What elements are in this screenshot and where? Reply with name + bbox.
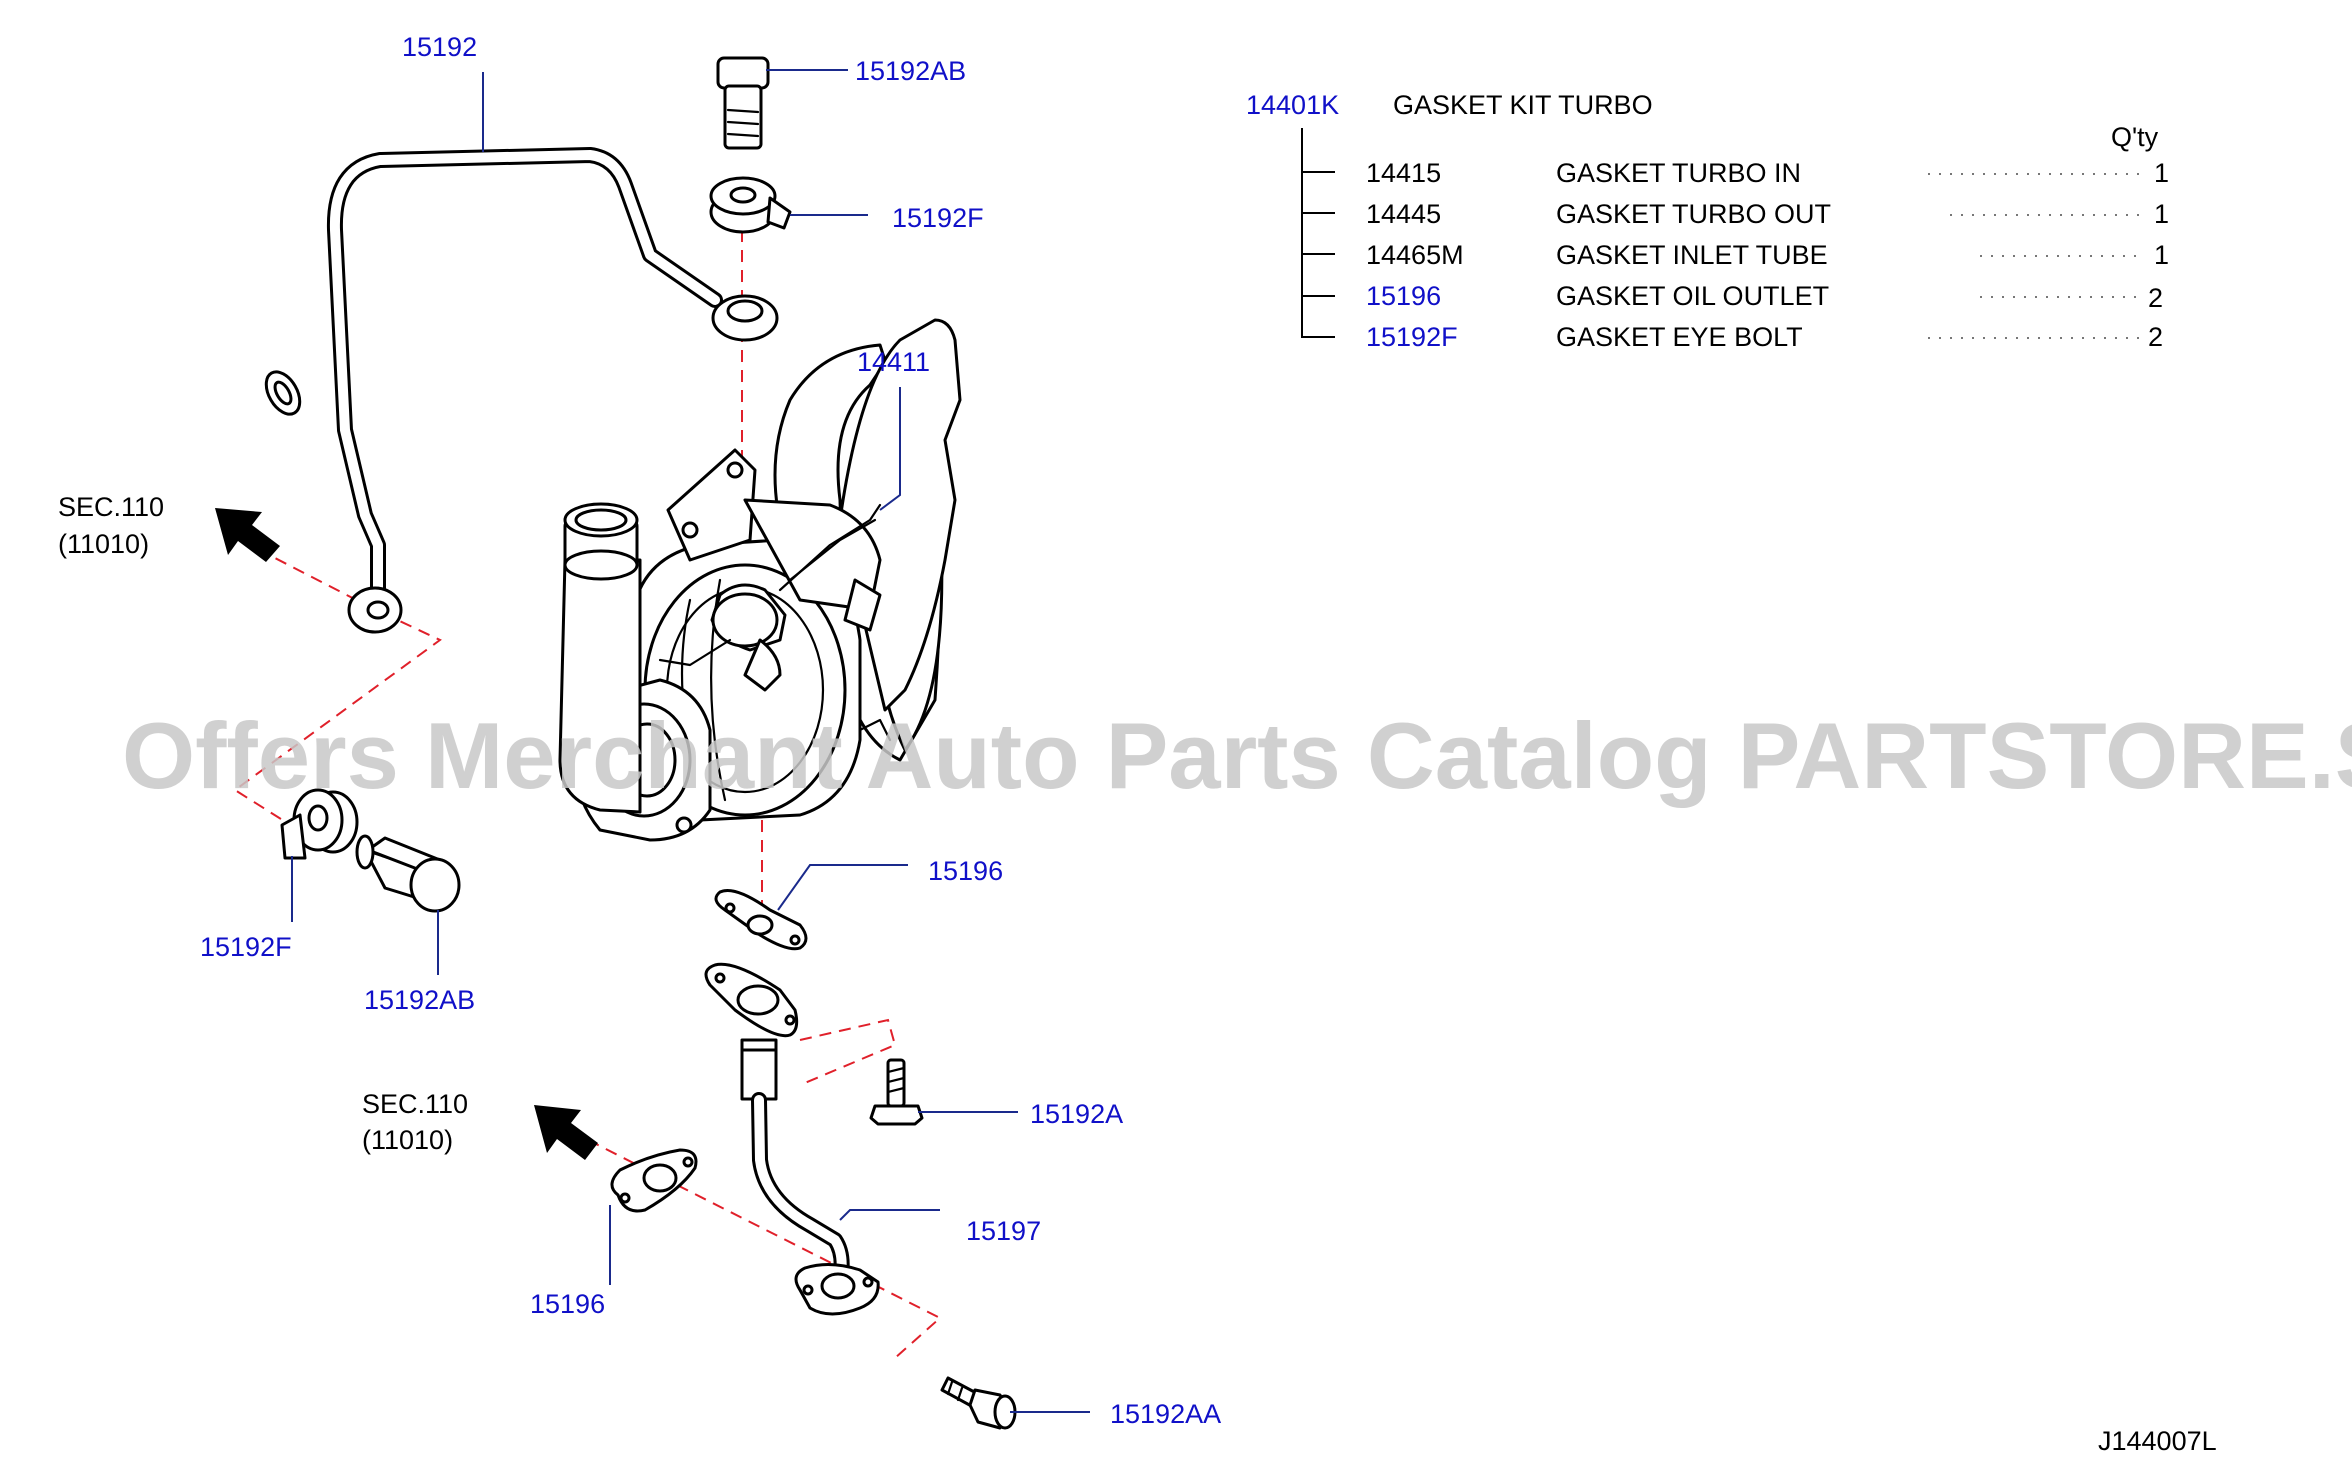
kit-number: 14401K xyxy=(1246,90,1339,120)
callout-labels: 15192 15192AB 15192F 14411 15192F 15192A… xyxy=(200,32,1221,1429)
callout-leaders xyxy=(291,69,1090,1413)
oil-outlet-gasket-right[interactable] xyxy=(714,889,808,951)
kit-item-desc: GASKET TURBO OUT xyxy=(1556,199,1831,229)
kit-item-qty: 1 xyxy=(2154,199,2169,229)
kit-item-desc: GASKET INLET TUBE xyxy=(1556,240,1828,270)
kit-item-row: 14465M GASKET INLET TUBE 1 xyxy=(1366,240,2169,270)
callout-15192ab-left: 15192AB xyxy=(364,985,475,1015)
section-ref-lower[interactable]: SEC.110 (11010) xyxy=(362,1089,468,1155)
kit-item-row: 14445 GASKET TURBO OUT 1 xyxy=(1366,199,2169,229)
callout-15192: 15192 xyxy=(402,32,477,62)
bolt-15192aa[interactable] xyxy=(940,1376,1017,1430)
kit-item-row[interactable]: 15196 GASKET OIL OUTLET 2 xyxy=(1366,281,2163,313)
kit-item-qty: 2 xyxy=(2148,283,2163,313)
section-ref-sec: SEC.110 xyxy=(362,1089,468,1119)
kit-item-qty: 2 xyxy=(2148,322,2163,352)
kit-item-part-link[interactable]: 15192F xyxy=(1366,322,1458,352)
section-ref-code: (11010) xyxy=(362,1125,453,1155)
callout-15196-right: 15196 xyxy=(928,856,1003,886)
kit-item-row[interactable]: 15192F GASKET EYE BOLT 2 xyxy=(1366,322,2163,352)
gasket-kit-table: 14401K GASKET KIT TURBO Q'ty 14415 GASKE… xyxy=(1246,90,2169,352)
kit-item-part: 14465M xyxy=(1366,240,1464,270)
kit-item-desc: GASKET EYE BOLT xyxy=(1556,322,1803,352)
eye-bolt-gasket-top[interactable] xyxy=(709,176,792,234)
eye-bolt-left[interactable] xyxy=(355,834,461,913)
diagram-code: J144007L xyxy=(2098,1426,2217,1456)
kit-item-desc: GASKET OIL OUTLET xyxy=(1556,281,1829,311)
oil-outlet-gasket-left[interactable] xyxy=(610,1148,698,1213)
oil-feed-tube[interactable] xyxy=(326,147,779,634)
arrow-up-left-icon[interactable] xyxy=(215,508,280,562)
section-ref-upper[interactable]: SEC.110 (11010) xyxy=(58,492,164,559)
kit-item-desc: GASKET TURBO IN xyxy=(1556,158,1801,188)
kit-item-part-link[interactable]: 15196 xyxy=(1366,281,1441,311)
kit-item-part: 14415 xyxy=(1366,158,1441,188)
bolt-15192a[interactable] xyxy=(869,1058,924,1126)
turbocharger[interactable] xyxy=(558,318,962,842)
callout-15192f-top: 15192F xyxy=(892,203,984,233)
callout-15196-left: 15196 xyxy=(530,1289,605,1319)
washer-loose xyxy=(264,370,302,416)
watermark: Offers Merchant Auto Parts Catalog PARTS… xyxy=(122,703,2352,808)
callout-15197: 15197 xyxy=(966,1216,1041,1246)
callout-15192ab-top: 15192AB xyxy=(855,56,966,86)
callout-15192f-left: 15192F xyxy=(200,932,292,962)
callout-14411: 14411 xyxy=(857,347,930,377)
kit-item-row: 14415 GASKET TURBO IN 1 xyxy=(1366,158,2169,188)
oil-return-tube[interactable] xyxy=(704,962,880,1316)
eye-bolt-gasket-left[interactable] xyxy=(280,788,359,860)
callout-15192aa: 15192AA xyxy=(1110,1399,1221,1429)
kit-item-part: 14445 xyxy=(1366,199,1441,229)
kit-item-qty: 1 xyxy=(2154,158,2169,188)
qty-header: Q'ty xyxy=(2111,122,2159,152)
eye-bolt-top[interactable] xyxy=(716,56,770,150)
arrow-up-left-icon[interactable] xyxy=(534,1105,598,1160)
callout-15192a: 15192A xyxy=(1030,1099,1123,1129)
kit-name: GASKET KIT TURBO xyxy=(1393,90,1653,120)
section-ref-code: (11010) xyxy=(58,529,149,559)
section-ref-sec: SEC.110 xyxy=(58,492,164,522)
kit-item-qty: 1 xyxy=(2154,240,2169,270)
